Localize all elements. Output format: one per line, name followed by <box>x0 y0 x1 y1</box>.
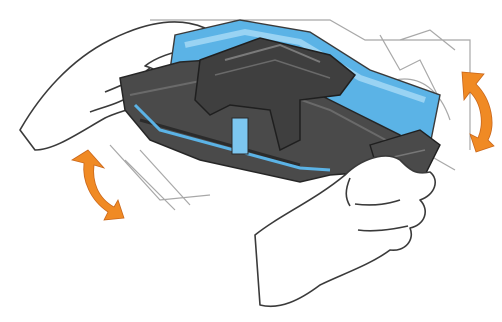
left-curved-arrow-icon <box>72 150 124 220</box>
right-curved-arrow-icon <box>462 72 494 152</box>
cartridge-blue-tab <box>232 118 248 154</box>
